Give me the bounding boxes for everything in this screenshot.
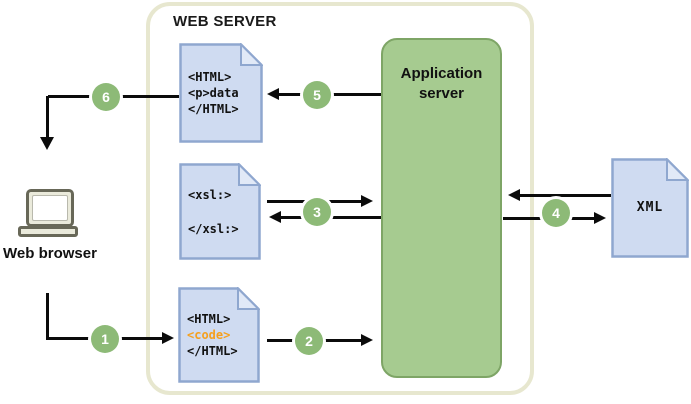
xml-document: XML — [611, 158, 689, 258]
html-output-document: <HTML> <p>data </HTML> — [179, 43, 263, 143]
application-server-label: Application server — [400, 65, 483, 102]
arrowhead-left-icon — [267, 88, 279, 100]
code-line: <HTML> — [188, 70, 232, 84]
code-line: <p>data — [188, 86, 239, 100]
code-line: <HTML> — [187, 312, 231, 326]
step-circle-5: 5 — [303, 81, 331, 109]
arrow-step6-line — [46, 96, 49, 138]
xsl-code: <xsl:> </xsl:> — [179, 163, 261, 260]
step-circle-3: 3 — [303, 198, 331, 226]
document-icon — [178, 287, 260, 383]
arrowhead-right-icon — [361, 195, 373, 207]
html-output-code: <HTML> <p>data </HTML> — [179, 43, 263, 143]
arrow-step4-line — [520, 194, 611, 197]
document-icon — [611, 158, 689, 258]
laptop-icon — [26, 189, 74, 227]
xsl-document: <xsl:> </xsl:> — [179, 163, 261, 260]
step-circle-1: 1 — [91, 325, 119, 353]
arrow-step1-line — [46, 293, 49, 339]
xml-label: XML — [611, 158, 689, 258]
arrowhead-left-icon — [269, 211, 281, 223]
step-circle-4: 4 — [542, 199, 570, 227]
arrowhead-down-icon — [40, 137, 54, 150]
html-code-document: <HTML> <code> </HTML> — [178, 287, 260, 383]
arrowhead-left-icon — [508, 189, 520, 201]
laptop-screen — [32, 195, 68, 221]
arrowhead-right-icon — [594, 212, 606, 224]
code-line: XML — [636, 200, 664, 215]
laptop-base — [18, 226, 78, 237]
code-line: <xsl:> — [188, 187, 232, 202]
code-line: </HTML> — [187, 344, 238, 358]
arrowhead-right-icon — [361, 334, 373, 346]
application-server-node: Application server — [381, 38, 502, 378]
code-line: </HTML> — [188, 102, 239, 116]
html-code-code: <HTML> <code> </HTML> — [178, 287, 260, 383]
document-icon — [179, 163, 261, 260]
step-circle-6: 6 — [92, 83, 120, 111]
document-icon — [179, 43, 263, 143]
code-line: </xsl:> — [188, 221, 239, 236]
web-server-title: WEB SERVER — [173, 13, 277, 30]
arrowhead-right-icon — [162, 332, 174, 344]
code-line-highlighted: <code> — [187, 328, 231, 342]
step-circle-2: 2 — [295, 327, 323, 355]
arrow-step3-return-line — [281, 216, 381, 219]
web-browser-label: Web browser — [3, 245, 97, 262]
